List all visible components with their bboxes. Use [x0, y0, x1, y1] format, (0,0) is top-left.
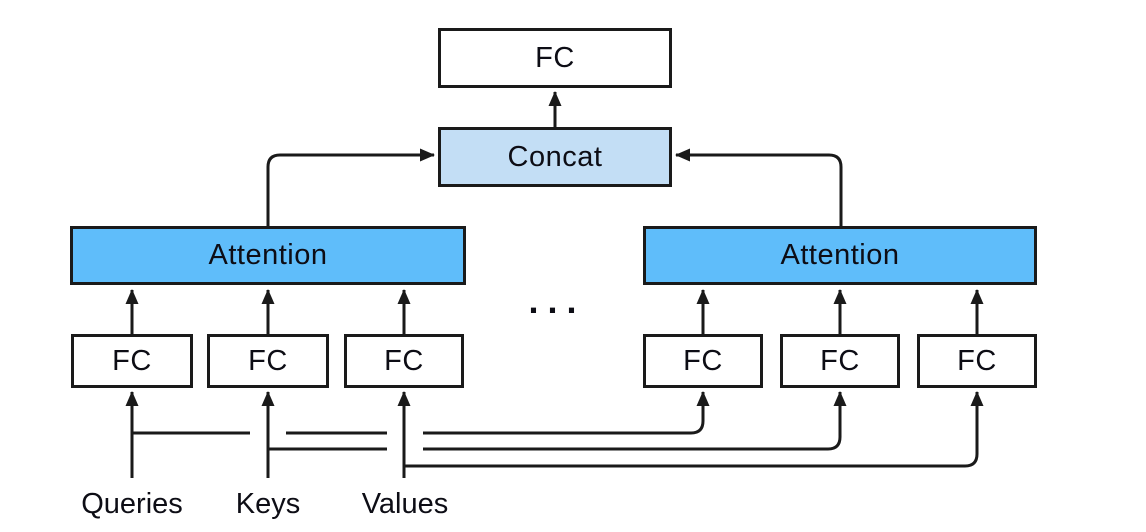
- ellipsis-between-heads: ...: [528, 280, 586, 321]
- attention-left-box: Attention: [70, 226, 466, 285]
- attention-right-box: Attention: [643, 226, 1037, 285]
- arrow-attention-left-to-concat: [266, 148, 435, 226]
- keys-label: Keys: [235, 488, 301, 520]
- arrow-keys-bus-to-fc-right-2: [423, 391, 847, 451]
- fc-right-2-label: FC: [820, 344, 860, 377]
- fc-left-2-box: FC: [207, 334, 329, 388]
- fc-right-1-box: FC: [643, 334, 763, 388]
- fc-right-2-box: FC: [780, 334, 900, 388]
- fc-left-3-label: FC: [384, 344, 424, 377]
- fc-right-3-label: FC: [957, 344, 997, 377]
- arrow-values-bus-to-fc-right-3: [404, 391, 984, 468]
- fc-left-2-label: FC: [248, 344, 288, 377]
- fc-right-1-label: FC: [683, 344, 723, 377]
- fc-left-1-label: FC: [112, 344, 152, 377]
- fc-top-box: FC: [438, 28, 672, 88]
- attention-left-label: Attention: [208, 239, 328, 271]
- fc-top-label: FC: [535, 41, 575, 74]
- values-label: Values: [361, 488, 449, 520]
- fc-left-1-box: FC: [71, 334, 193, 388]
- arrow-queries-bus-to-fc-right-1: [423, 391, 710, 435]
- arrow-attention-right-to-concat: [675, 148, 843, 226]
- queries-label: Queries: [81, 488, 183, 520]
- concat-label: Concat: [507, 140, 603, 173]
- concat-box: Concat: [438, 127, 672, 187]
- attention-right-label: Attention: [780, 239, 900, 271]
- fc-left-3-box: FC: [344, 334, 464, 388]
- fc-right-3-box: FC: [917, 334, 1037, 388]
